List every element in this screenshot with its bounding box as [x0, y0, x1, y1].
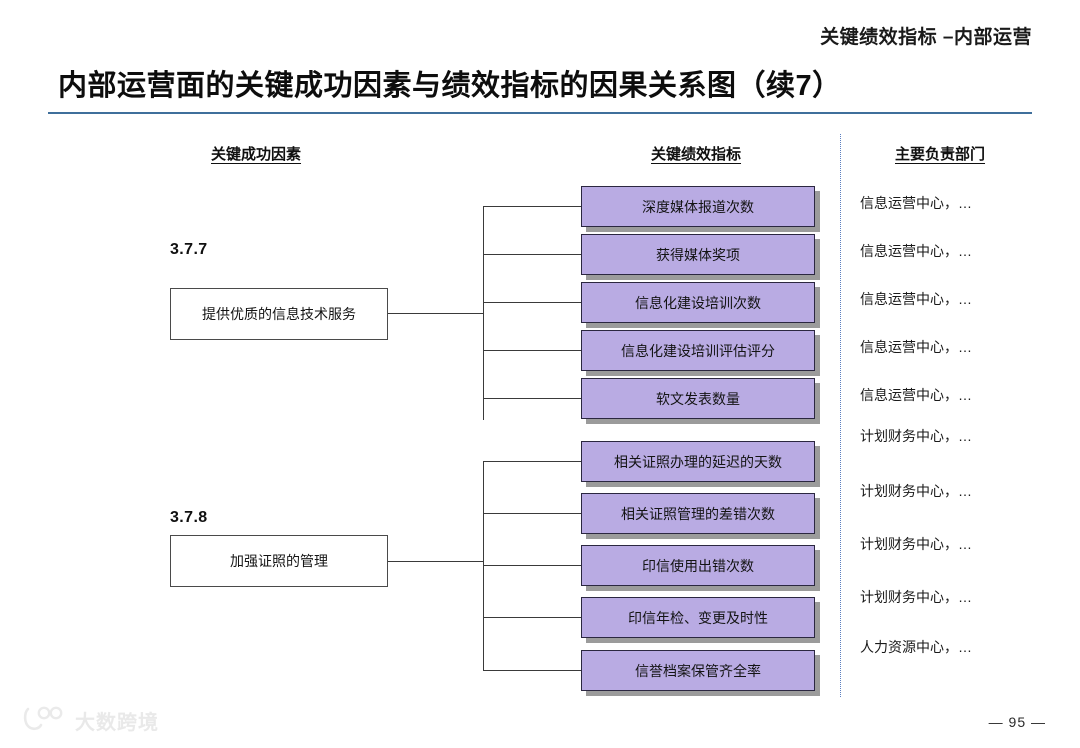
page-title: 内部运营面的关键成功因素与绩效指标的因果关系图（续7） — [58, 70, 842, 102]
dept-label: 人力资源中心，… — [860, 639, 972, 655]
csf-index-1: 3.7.7 — [170, 241, 208, 258]
kpi-box[interactable]: 信息化建设培训次数 — [581, 282, 815, 323]
connector-stem-2 — [388, 561, 483, 562]
column-heading-dept: 主要负责部门 — [895, 146, 986, 163]
watermark-logo-icon — [22, 705, 68, 736]
connector-branch-1-3 — [483, 302, 581, 303]
column-heading-kpi: 关键绩效指标 — [651, 146, 742, 163]
kpi-box[interactable]: 相关证照管理的差错次数 — [581, 493, 815, 534]
connector-trunk-1 — [483, 206, 484, 420]
connector-branch-2-4 — [483, 617, 581, 618]
watermark-label: 大数跨境 — [75, 712, 159, 734]
watermark: 大数跨境 — [22, 705, 159, 736]
deck-header-label: 关键绩效指标 –内部运营 — [820, 27, 1032, 48]
connector-branch-2-5 — [483, 670, 581, 671]
connector-branch-2-1 — [483, 461, 581, 462]
kpi-box[interactable]: 获得媒体奖项 — [581, 234, 815, 275]
csf-box-1[interactable]: 提供优质的信息技术服务 — [170, 288, 388, 340]
dept-label: 信息运营中心，… — [860, 339, 972, 355]
title-rule-divider — [48, 112, 1032, 114]
dept-label: 计划财务中心，… — [860, 483, 972, 499]
connector-branch-1-2 — [483, 254, 581, 255]
kpi-box[interactable]: 印信使用出错次数 — [581, 545, 815, 586]
connector-branch-1-5 — [483, 398, 581, 399]
dept-label: 计划财务中心，… — [860, 536, 972, 552]
dept-label: 信息运营中心，… — [860, 243, 972, 259]
dept-label: 计划财务中心，… — [860, 589, 972, 605]
dept-label: 信息运营中心，… — [860, 291, 972, 307]
column-heading-csf: 关键成功因素 — [211, 146, 302, 163]
kpi-box[interactable]: 信息化建设培训评估评分 — [581, 330, 815, 371]
kpi-box[interactable]: 软文发表数量 — [581, 378, 815, 419]
connector-branch-2-3 — [483, 565, 581, 566]
connector-branch-2-2 — [483, 513, 581, 514]
dept-label: 信息运营中心，… — [860, 387, 972, 403]
kpi-box[interactable]: 相关证照办理的延迟的天数 — [581, 441, 815, 482]
dept-column-divider — [840, 134, 841, 697]
dept-label: 信息运营中心，… — [860, 195, 972, 211]
kpi-box[interactable]: 深度媒体报道次数 — [581, 186, 815, 227]
dept-label: 计划财务中心，… — [860, 428, 972, 444]
csf-box-2[interactable]: 加强证照的管理 — [170, 535, 388, 587]
csf-index-2: 3.7.8 — [170, 509, 208, 526]
connector-stem-1 — [388, 313, 483, 314]
kpi-box[interactable]: 信誉档案保管齐全率 — [581, 650, 815, 691]
page-number: — 95 — — [988, 714, 1046, 730]
connector-branch-1-1 — [483, 206, 581, 207]
kpi-box[interactable]: 印信年检、变更及时性 — [581, 597, 815, 638]
connector-branch-1-4 — [483, 350, 581, 351]
